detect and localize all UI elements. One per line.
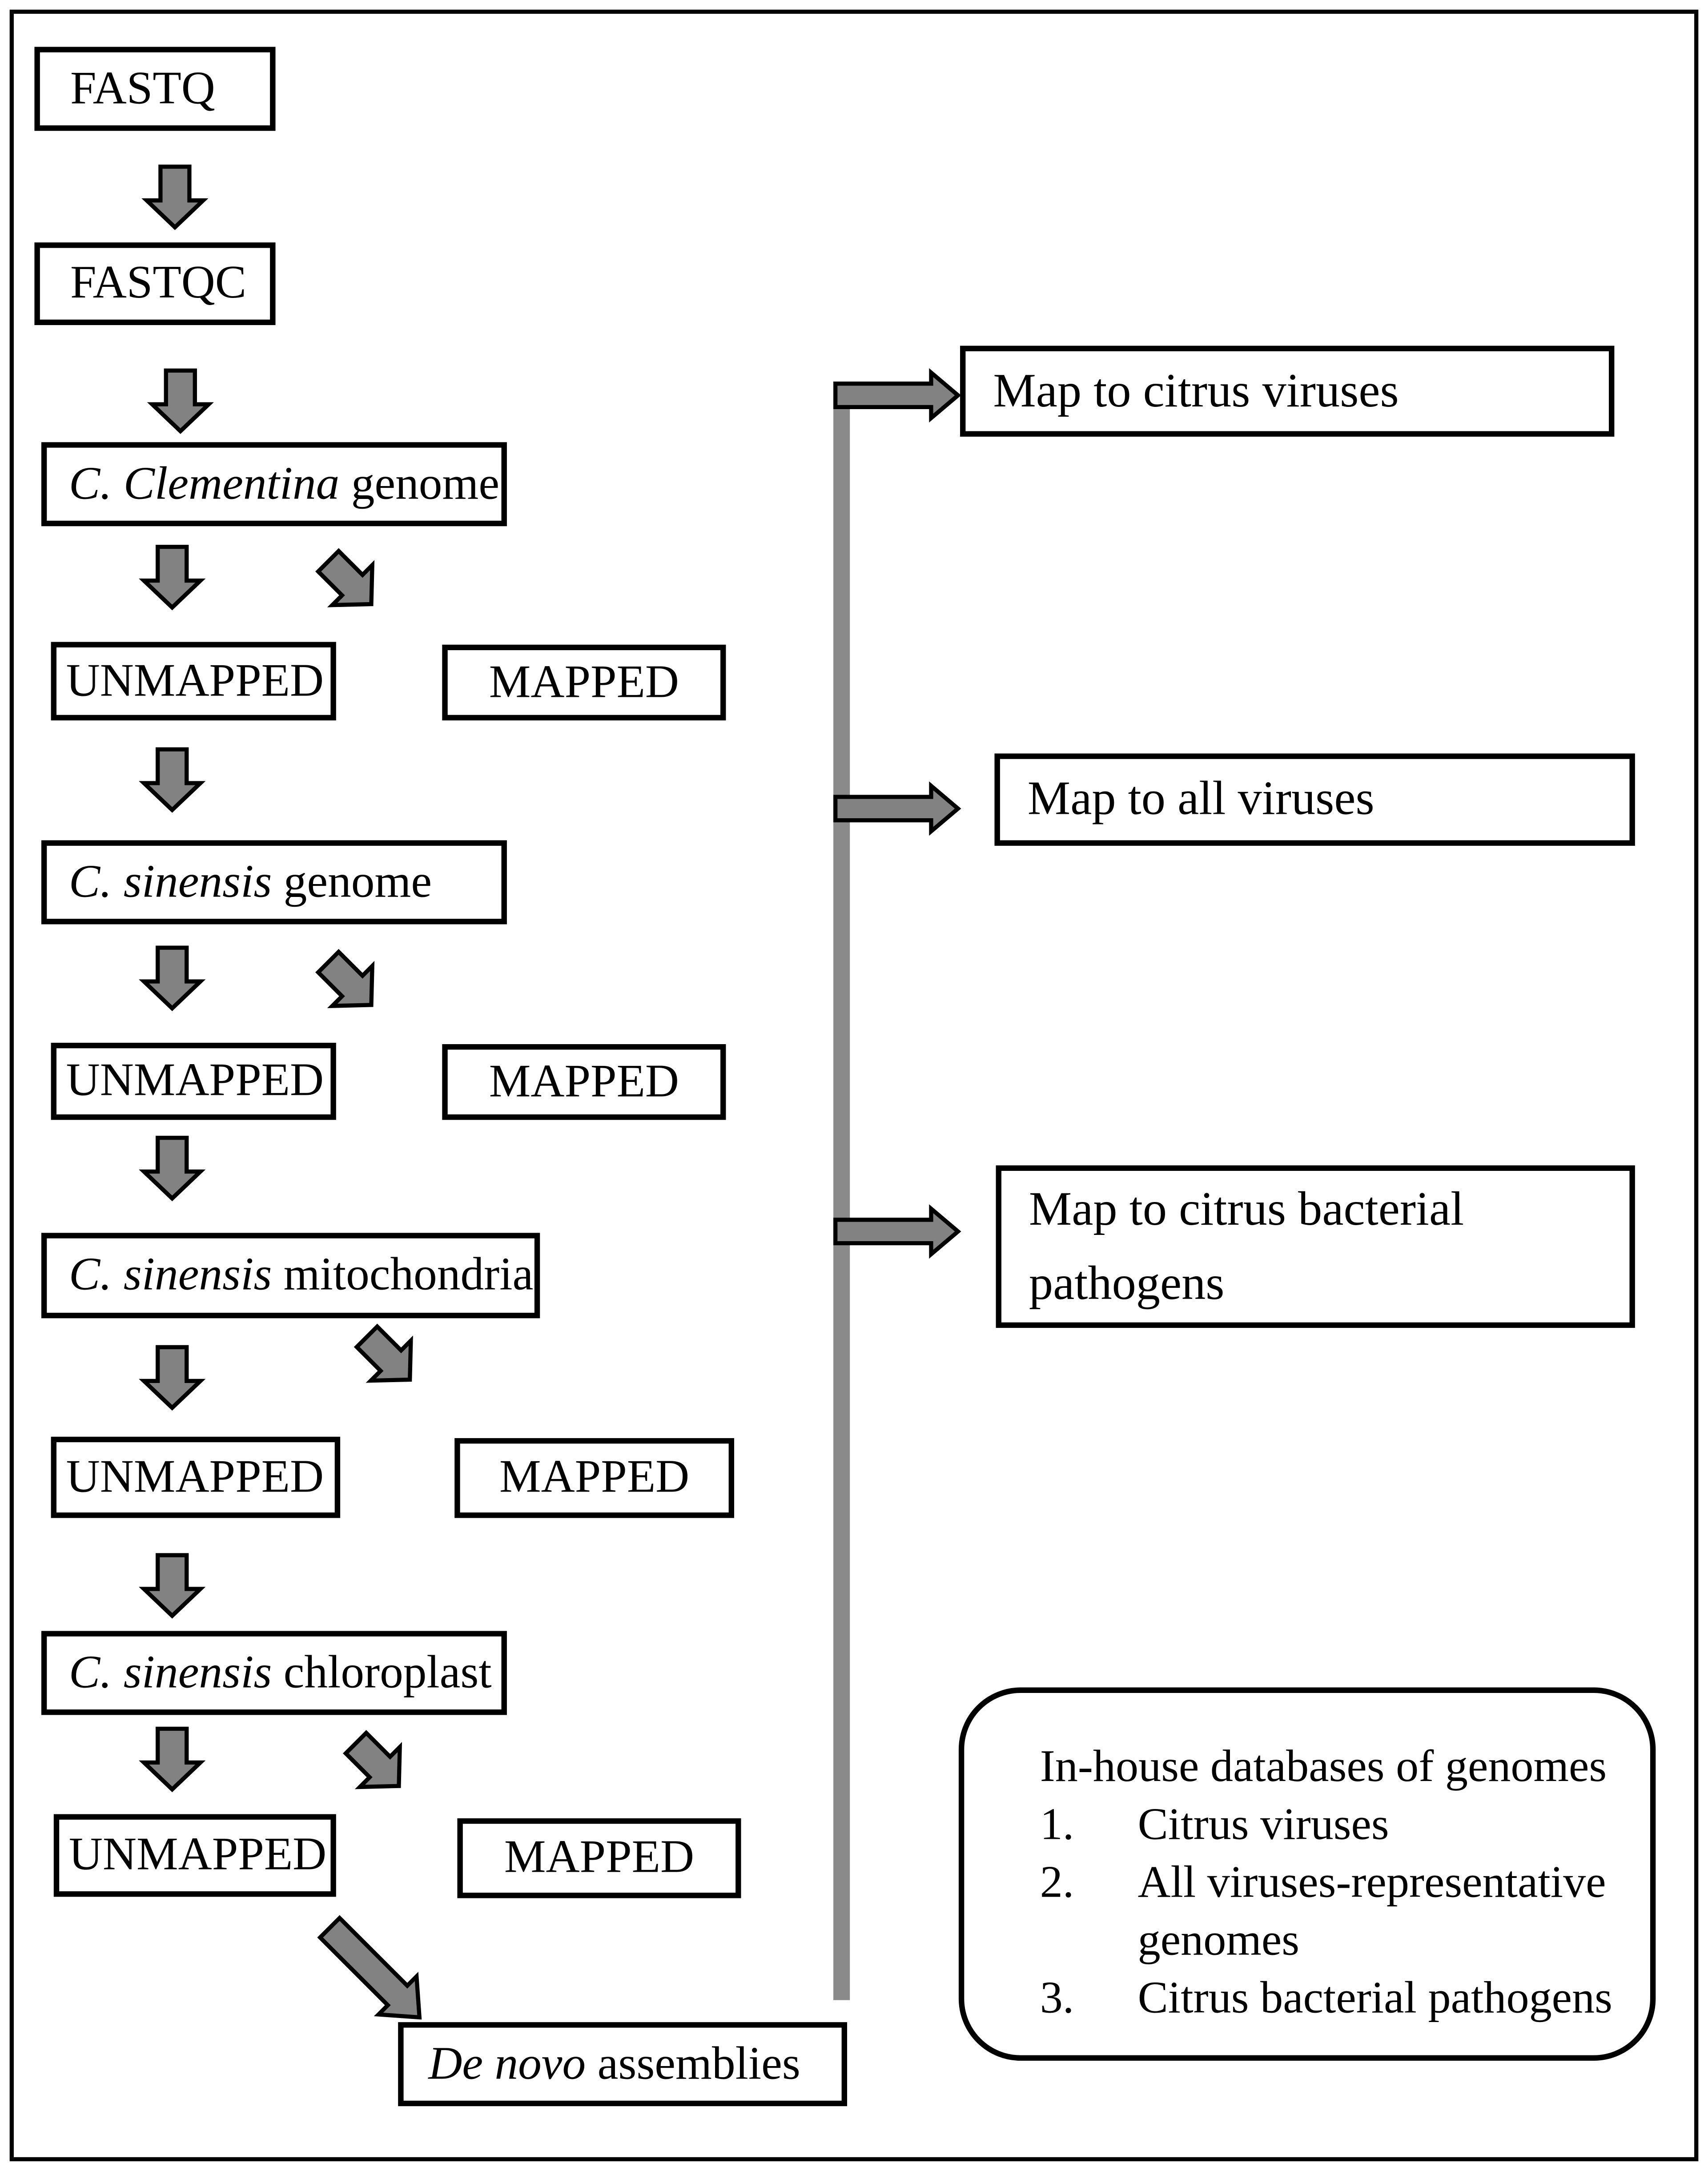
unmapped-box-1: UNMAPPED xyxy=(51,642,336,721)
legend-item-number: 2. xyxy=(1040,1858,1074,1908)
legend-item-label: Citrus viruses xyxy=(1137,1800,1389,1850)
down-arrow-fastq-to-fastqc xyxy=(141,165,209,230)
chloroplast-rest: chloroplast xyxy=(272,1647,492,1698)
chloroplast-italic: C. sinensis xyxy=(68,1647,272,1698)
mapped-label: MAPPED xyxy=(489,656,679,708)
down-arrow-chloroplast-to-unmapped xyxy=(139,1726,206,1793)
legend-item-3: 3. Citrus bacterial pathogens xyxy=(1040,1970,1650,2028)
unmapped-box-2: UNMAPPED xyxy=(51,1042,336,1120)
vertical-connector-line xyxy=(833,407,850,2000)
legend-item-number: 1. xyxy=(1040,1800,1074,1850)
map-bacterial-label: Map to citrus bacterial pathogens xyxy=(1029,1181,1464,1310)
sinensis-rest: genome xyxy=(272,856,432,908)
unmapped-box-4: UNMAPPED xyxy=(53,1814,336,1897)
down-arrow-fastqc-to-clementina xyxy=(147,368,214,434)
mapped-box-1: MAPPED xyxy=(442,644,726,721)
unmapped-label: UNMAPPED xyxy=(68,1829,327,1881)
diagonal-arrow-mitochondria-to-mapped xyxy=(354,1323,413,1383)
diagonal-arrow-clementina-to-mapped xyxy=(315,548,375,607)
mapped-box-2: MAPPED xyxy=(442,1044,726,1120)
sinensis-genome-label: C. sinensis genome xyxy=(68,856,432,908)
map-citrus-viruses-box: Map to citrus viruses xyxy=(960,346,1615,437)
diagonal-arrow-sinensis-to-mapped xyxy=(315,949,375,1008)
legend-item-number: 3. xyxy=(1040,1974,1074,2024)
denovo-label: De novo assemblies xyxy=(428,2039,800,2089)
mapped-box-4: MAPPED xyxy=(457,1818,741,1898)
inhouse-databases-box: In-house databases of genomes 1. Citrus … xyxy=(958,1687,1656,2061)
mapped-box-3: MAPPED xyxy=(454,1438,735,1518)
down-arrow-clementina-to-unmapped xyxy=(139,545,206,611)
unmapped-box-3: UNMAPPED xyxy=(51,1436,341,1518)
sinensis-italic: C. sinensis xyxy=(68,856,272,908)
figure-border xyxy=(9,9,1699,2162)
fastqc-label: FASTQC xyxy=(70,257,247,309)
mapped-label: MAPPED xyxy=(504,1832,695,1883)
mitochondria-label: C. sinensis mitochondria xyxy=(68,1250,534,1301)
map-bacterial-box: Map to citrus bacterial pathogens xyxy=(996,1165,1635,1328)
mitochondria-italic: C. sinensis xyxy=(68,1250,272,1301)
unmapped-label: UNMAPPED xyxy=(66,1451,324,1503)
fastq-box: FASTQ xyxy=(34,47,276,131)
legend-item-1: 1. Citrus viruses xyxy=(1040,1796,1650,1854)
clementina-rest: genome xyxy=(339,458,500,510)
legend-item-2: 2. All viruses-representative genomes xyxy=(1040,1854,1650,1970)
unmapped-label: UNMAPPED xyxy=(66,1055,324,1106)
down-arrow-unmapped-to-mitochondria xyxy=(139,1135,206,1202)
mitochondria-rest: mitochondria xyxy=(272,1250,534,1301)
mapped-label: MAPPED xyxy=(499,1452,690,1503)
horizontal-arrow-to-bacterial xyxy=(833,1204,961,1259)
mapped-label: MAPPED xyxy=(489,1056,679,1107)
clementina-genome-box: C. Clementina genome xyxy=(41,442,507,527)
mitochondria-box: C. sinensis mitochondria xyxy=(41,1233,540,1319)
clementina-italic: C. Clementina xyxy=(68,458,340,510)
down-arrow-unmapped-to-chloroplast xyxy=(139,1553,206,1619)
legend-title: In-house databases of genomes xyxy=(1040,1742,1607,1792)
unmapped-label: UNMAPPED xyxy=(66,655,324,707)
down-arrow-unmapped-to-sinensis xyxy=(139,747,206,813)
denovo-italic: De novo xyxy=(428,2038,586,2089)
denovo-assemblies-box: De novo assemblies xyxy=(398,2022,848,2107)
legend-item-label: All viruses-representative genomes xyxy=(1137,1858,1606,1966)
fastqc-box: FASTQC xyxy=(34,242,276,326)
legend-item-label: Citrus bacterial pathogens xyxy=(1137,1974,1612,2024)
fastq-label: FASTQ xyxy=(70,63,215,114)
down-arrow-mitochondria-to-unmapped xyxy=(139,1345,206,1411)
map-all-viruses-box: Map to all viruses xyxy=(994,753,1635,846)
down-arrow-sinensis-to-unmapped xyxy=(139,945,206,1011)
diagonal-arrow-unmapped-to-denovo xyxy=(317,1915,422,2020)
chloroplast-box: C. sinensis chloroplast xyxy=(41,1631,507,1715)
map-all-viruses-label: Map to all viruses xyxy=(1027,772,1374,825)
sinensis-genome-box: C. sinensis genome xyxy=(41,840,507,925)
chloroplast-label: C. sinensis chloroplast xyxy=(69,1648,492,1698)
horizontal-arrow-to-citrus-viruses xyxy=(833,368,961,423)
clementina-genome-label: C. Clementina genome xyxy=(68,458,500,510)
denovo-rest: assemblies xyxy=(586,2038,800,2089)
horizontal-arrow-to-all-viruses xyxy=(833,781,961,836)
diagonal-arrow-chloroplast-to-mapped xyxy=(342,1730,402,1789)
map-citrus-viruses-label: Map to citrus viruses xyxy=(993,363,1399,417)
